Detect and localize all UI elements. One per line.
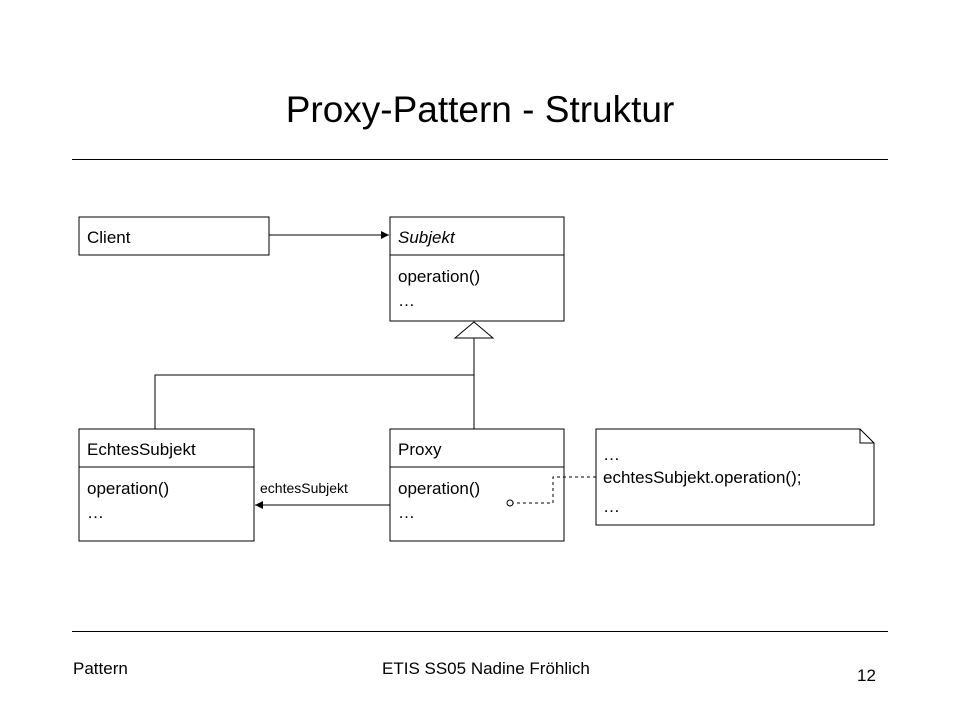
page-number: 12 <box>857 666 876 685</box>
note-line-2: echtesSubjekt.operation(); <box>603 468 801 487</box>
note-connector <box>513 476 596 504</box>
footer-divider <box>72 631 888 632</box>
slide-title: Proxy-Pattern - Struktur <box>285 89 675 130</box>
class-echtes-subjekt: EchtesSubjekt operation() … <box>78 428 255 542</box>
association-label: echtesSubjekt <box>260 480 348 496</box>
class-proxy-name: Proxy <box>398 440 442 459</box>
class-client: Client <box>78 216 270 256</box>
class-subjekt-name: Subjekt <box>398 228 456 247</box>
code-note: … echtesSubjekt.operation(); … <box>595 428 875 526</box>
class-subjekt-operation: operation() <box>398 267 480 286</box>
note-line-1: … <box>603 445 620 464</box>
class-subjekt: Subjekt operation() … <box>389 216 565 322</box>
generalization-triangle-icon <box>453 321 495 339</box>
class-echtes-subjekt-ellipsis: … <box>87 503 104 522</box>
footer-left: Pattern <box>73 659 128 678</box>
title-divider <box>72 159 888 160</box>
class-echtes-subjekt-name: EchtesSubjekt <box>87 440 196 459</box>
class-subjekt-ellipsis: … <box>398 291 415 310</box>
footer-center: ETIS SS05 Nadine Fröhlich <box>382 659 590 678</box>
inheritance-connector <box>154 321 495 429</box>
class-echtes-subjekt-operation: operation() <box>87 479 169 498</box>
class-proxy-operation: operation() <box>398 479 480 498</box>
note-anchor-icon <box>506 499 514 507</box>
class-client-name: Client <box>87 228 131 247</box>
class-proxy-ellipsis: … <box>398 503 415 522</box>
class-proxy: Proxy operation() … <box>389 428 565 542</box>
note-line-3: … <box>603 497 620 516</box>
